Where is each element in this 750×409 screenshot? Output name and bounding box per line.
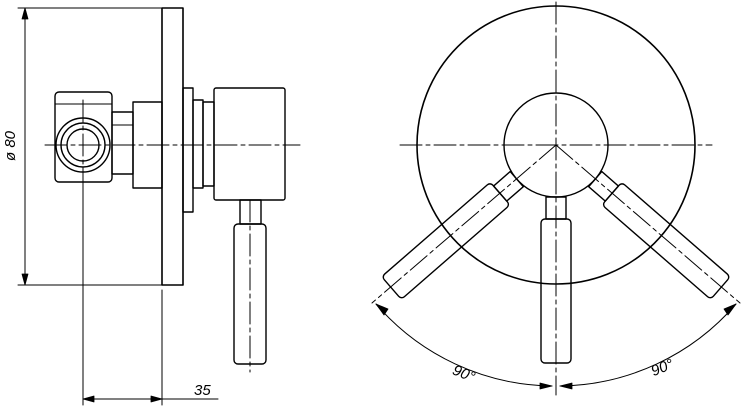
- front-centerline-diag-right: [555, 144, 741, 304]
- arrow-bottom: [21, 273, 29, 286]
- back-plate: [161, 7, 184, 286]
- diameter-dimension: ø 80: [2, 7, 163, 286]
- arc-arrow-right-end: [723, 303, 737, 316]
- lever-left-grip: [382, 183, 510, 299]
- depth-dimension: 35: [82, 189, 219, 406]
- depth-label: 35: [194, 382, 211, 399]
- arc-arrow-center-right: [559, 382, 573, 390]
- thread-ring: [192, 99, 204, 189]
- thread-ring-2: [202, 101, 215, 187]
- arc-arrow-left-end: [375, 303, 389, 316]
- angle-arc-right: [559, 303, 737, 387]
- plate-flange: [182, 87, 194, 213]
- lever-vertical: [540, 196, 572, 364]
- lever-right-grip: [602, 183, 730, 299]
- angle-arc-left: [375, 303, 553, 387]
- side-view: [44, 7, 301, 373]
- handle-housing: [213, 87, 286, 201]
- arrow-top: [21, 7, 29, 20]
- lever-left: [382, 170, 525, 299]
- diameter-label: ø 80: [2, 130, 19, 161]
- lever-vertical-grip: [540, 218, 572, 364]
- angle-label-right: 90°: [649, 356, 676, 380]
- lever-right: [587, 170, 730, 299]
- front-centerline-diag-left: [371, 144, 557, 304]
- front-view: 90° 90°: [371, 1, 741, 396]
- depth-arrow-left: [82, 395, 95, 403]
- depth-arrow-right: [150, 395, 163, 403]
- arc-arrow-center-left: [539, 382, 553, 390]
- valve-connector: [111, 111, 134, 175]
- angle-label-left: 90°: [450, 362, 477, 386]
